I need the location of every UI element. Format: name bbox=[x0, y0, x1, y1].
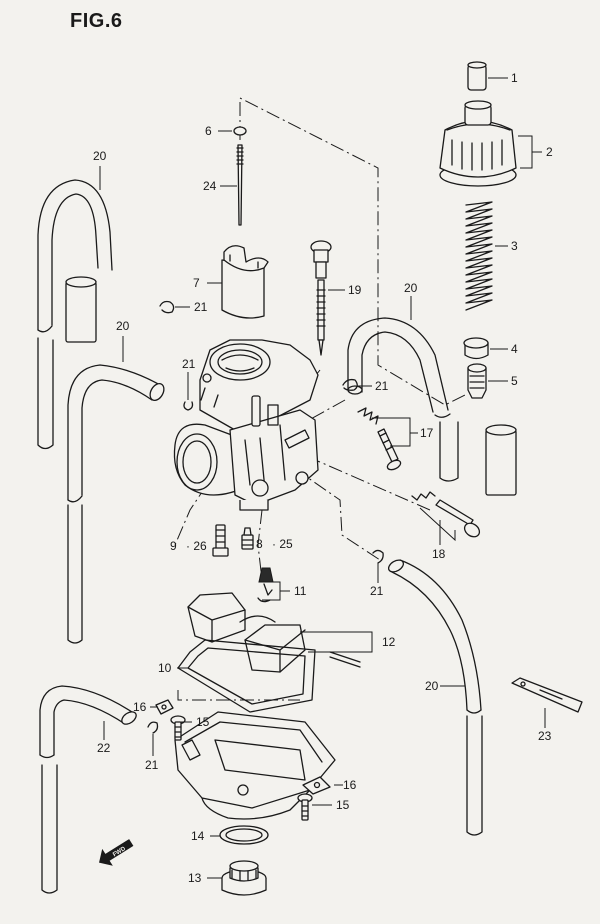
callout-7: 7 bbox=[193, 276, 200, 290]
callout-21-center: 21 bbox=[375, 379, 389, 393]
callout-8-alt: · 25 bbox=[272, 537, 293, 551]
part-22-drain-hose bbox=[39, 685, 137, 894]
fwd-arrow-icon: FWD bbox=[99, 839, 134, 866]
part-21-clip-center bbox=[342, 378, 358, 391]
part-1-cap bbox=[467, 61, 487, 91]
part-7-throttle-valve bbox=[221, 245, 269, 319]
carburetor-body bbox=[173, 339, 319, 511]
callout-20-center: 20 bbox=[404, 281, 418, 295]
callout-6: 6 bbox=[205, 124, 212, 138]
callout-24: 24 bbox=[203, 179, 217, 193]
callout-8: 8 bbox=[256, 537, 263, 551]
part-13-drain-plug bbox=[221, 860, 267, 896]
callout-5: 5 bbox=[511, 374, 518, 388]
callout-21-lower: 21 bbox=[370, 584, 384, 598]
figure-title: FIG.6 bbox=[70, 10, 123, 32]
callout-4: 4 bbox=[511, 342, 518, 356]
callout-16-lower: 16 bbox=[343, 778, 357, 792]
part-3-spring bbox=[465, 201, 493, 311]
part-8-pilot-jet bbox=[241, 527, 254, 550]
part-6-clip bbox=[233, 126, 247, 136]
callout-20-lower-right: 20 bbox=[425, 679, 439, 693]
part-16-washer-lower bbox=[302, 776, 331, 795]
callout-20-mid-left: 20 bbox=[116, 319, 130, 333]
part-20-vent-hose-left bbox=[37, 179, 113, 450]
callout-2: 2 bbox=[546, 145, 553, 159]
part-21-clip-upper bbox=[159, 300, 175, 314]
bleed-through-text bbox=[545, 170, 600, 650]
callout-1: 1 bbox=[511, 71, 518, 85]
part-17-stop-screw bbox=[357, 407, 402, 471]
part-5-adjuster bbox=[467, 363, 487, 399]
part-15-screw-lower bbox=[297, 793, 313, 821]
part-14-o-ring bbox=[219, 825, 269, 845]
part-20-vent-hose-right bbox=[387, 559, 483, 836]
callout-15-upper: 15 bbox=[196, 715, 210, 729]
callout-15-lower: 15 bbox=[336, 798, 350, 812]
part-19-air-screw bbox=[310, 240, 332, 356]
callout-23: 23 bbox=[538, 729, 552, 743]
part-21-clip-left bbox=[183, 401, 194, 411]
part-18-idle-screw bbox=[411, 491, 481, 538]
callout-numbers: 1 2 3 4 5 6 7 8 · 25 9 · 26 10 11 12 13 … bbox=[93, 71, 553, 885]
callout-3: 3 bbox=[511, 239, 518, 253]
part-21-clip-lower bbox=[372, 549, 384, 564]
leader-lines bbox=[99, 77, 546, 879]
part-24-jet-needle bbox=[236, 144, 244, 226]
callout-9-alt: · 26 bbox=[186, 539, 207, 553]
part-23-bracket bbox=[511, 677, 583, 713]
part-16-washer-upper bbox=[155, 699, 174, 715]
callout-14: 14 bbox=[191, 829, 205, 843]
callout-10: 10 bbox=[158, 661, 172, 675]
callout-21-left: 21 bbox=[182, 357, 196, 371]
callout-22: 22 bbox=[97, 741, 111, 755]
callout-17: 17 bbox=[420, 426, 434, 440]
part-20-vent-hose-center bbox=[347, 317, 517, 496]
callout-9: 9 bbox=[170, 539, 177, 553]
part-20-vent-hose-left-2 bbox=[67, 364, 165, 644]
callout-11: 11 bbox=[294, 584, 307, 598]
part-9-main-jet bbox=[212, 524, 229, 557]
part-11-needle-valve bbox=[257, 567, 274, 603]
part-2-top-cap bbox=[439, 100, 517, 187]
callout-21-bowl: 21 bbox=[145, 758, 159, 772]
callout-19: 19 bbox=[348, 283, 362, 297]
callout-18: 18 bbox=[432, 547, 446, 561]
part-21-clip-bowl bbox=[147, 721, 159, 734]
callout-21-upper: 21 bbox=[194, 300, 208, 314]
callout-12: 12 bbox=[382, 635, 396, 649]
callout-20-upper-left: 20 bbox=[93, 149, 107, 163]
callout-13: 13 bbox=[188, 871, 202, 885]
part-4-washer bbox=[463, 337, 489, 360]
callout-16-upper: 16 bbox=[133, 700, 147, 714]
